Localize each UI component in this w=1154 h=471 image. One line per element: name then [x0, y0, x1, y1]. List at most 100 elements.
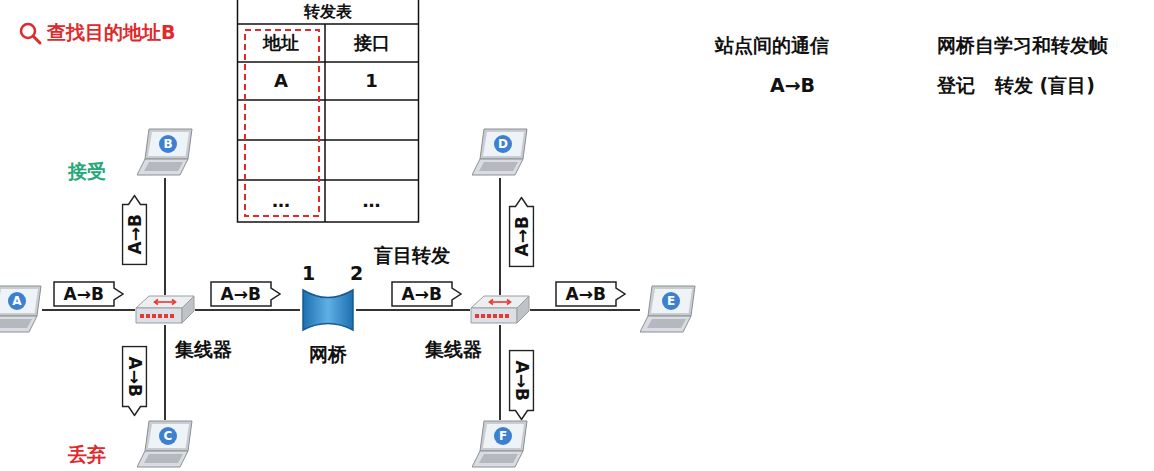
laptop-lid — [145, 129, 192, 159]
frame-shape — [122, 196, 146, 265]
laptop-screen — [148, 424, 189, 448]
discard-note: 丢弃 — [68, 443, 106, 466]
frame-box: A→B — [121, 346, 147, 417]
hub-arrow — [507, 300, 511, 305]
frame-text: A→B — [221, 286, 261, 303]
communication-step: A→B — [770, 74, 815, 97]
frame-shape — [392, 282, 461, 306]
laptop-station: A — [0, 285, 42, 335]
table-cell-box: 地址 — [237, 24, 325, 62]
table-cell-box: … — [325, 180, 418, 222]
table-cell-box: A — [237, 62, 325, 100]
laptop-base — [640, 316, 691, 332]
port-light — [487, 314, 491, 318]
network-link — [42, 309, 135, 311]
lookup-note: 查找目的地址B — [47, 21, 175, 44]
port-light — [481, 314, 485, 318]
laptop-keyboard — [479, 454, 518, 463]
magnifier-icon — [21, 24, 40, 43]
port-light — [152, 314, 156, 318]
station-badge: A — [8, 292, 26, 310]
magnifier-handle — [34, 37, 41, 44]
station-letter: D — [498, 138, 508, 150]
laptop-screen — [483, 424, 524, 448]
port-light — [499, 314, 503, 318]
table-rule — [238, 99, 419, 101]
station-badge: E — [662, 292, 680, 310]
bridge-action: 转发 (盲目) — [995, 74, 1095, 97]
table-rule — [238, 139, 419, 141]
table-rule — [324, 24, 326, 222]
flood-note: 盲目转发 — [374, 244, 450, 267]
frame-box: A→B — [508, 350, 534, 421]
device-label: 集线器 — [425, 337, 482, 363]
network-link — [195, 309, 300, 311]
frame-text: A→B — [402, 286, 442, 303]
hub-side — [517, 296, 529, 323]
hub-icon — [470, 295, 530, 325]
hub-front — [136, 308, 182, 323]
port-light — [140, 314, 144, 318]
frame-shape — [211, 282, 280, 306]
table-cell-box: 接口 — [325, 24, 418, 62]
bridge-device: 网桥 — [300, 285, 356, 335]
device-label: 集线器 — [175, 337, 232, 363]
laptop-base — [0, 316, 37, 332]
frame-shape — [122, 347, 146, 416]
laptop-station: D — [472, 128, 528, 178]
table-title: 转发表 — [304, 4, 352, 20]
laptop-screen — [651, 289, 692, 313]
frame-shape — [54, 282, 123, 306]
frame-box: A→B — [53, 281, 124, 307]
port-number: 2 — [350, 262, 363, 285]
station-letter: A — [12, 295, 21, 307]
port-light — [146, 314, 150, 318]
laptop-keyboard — [479, 162, 518, 171]
table-cell-box: 转发表 — [237, 0, 418, 24]
table-cell: 1 — [365, 72, 378, 90]
table-cell-box: 1 — [325, 62, 418, 100]
network-link — [164, 325, 166, 420]
port-light — [158, 314, 162, 318]
station-badge: C — [159, 427, 177, 445]
table-rule — [238, 179, 419, 181]
frame-shape — [556, 282, 625, 306]
laptop-base — [472, 159, 523, 175]
table-frame — [238, 0, 419, 222]
laptop-screen — [148, 132, 189, 156]
network-link — [530, 309, 640, 311]
frame-text: A→B — [126, 357, 143, 397]
column-heading: 网桥自学习和转发帧 — [937, 34, 1108, 57]
hub-arrow — [490, 300, 494, 305]
frame-text: A→B — [64, 286, 104, 303]
laptop-base — [472, 451, 523, 467]
port-light — [164, 314, 168, 318]
laptop-screen — [483, 132, 524, 156]
hub-device: 集线器 — [135, 295, 195, 325]
network-link — [164, 178, 166, 295]
network-link — [356, 309, 470, 311]
laptop-keyboard — [0, 319, 32, 328]
port-light — [493, 314, 497, 318]
column-heading: 站点间的通信 — [715, 34, 829, 57]
port-number: 1 — [302, 262, 315, 285]
table-cell: … — [272, 192, 290, 210]
station-badge: B — [159, 135, 177, 153]
frame-text: A→B — [126, 214, 143, 254]
laptop-keyboard — [144, 454, 183, 463]
table-cell: … — [363, 192, 381, 210]
laptop-lid — [648, 286, 695, 316]
laptop-keyboard — [647, 319, 686, 328]
laptop-lid — [145, 421, 192, 451]
laptop-lid — [0, 286, 41, 316]
hub-arrow — [155, 301, 175, 303]
accept-note: 接受 — [68, 160, 106, 183]
station-letter: F — [499, 430, 507, 442]
frame-box: A→B — [508, 197, 534, 268]
laptop-station: B — [137, 128, 193, 178]
forwarding-table-grid — [238, 0, 419, 222]
station-letter: C — [164, 430, 173, 442]
